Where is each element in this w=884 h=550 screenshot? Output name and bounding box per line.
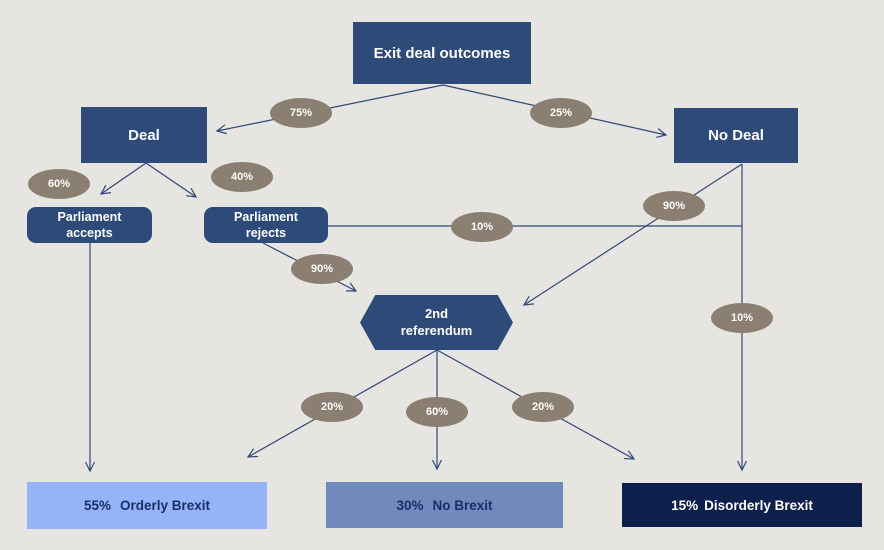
- edge-no-deal-referendum: [522, 163, 743, 306]
- edge-deal-accepts: [99, 162, 147, 195]
- edge-label-deal-rejects: 40%: [211, 162, 273, 192]
- edge-label-referendum-no-brexit: 60%: [406, 397, 468, 427]
- edge-label-root-deal: 75%: [270, 98, 332, 128]
- node-deal-label: Deal: [128, 126, 160, 144]
- outcome-no-brexit: 30% No Brexit: [326, 482, 563, 528]
- outcome-no-brexit-probability: 30%: [396, 497, 424, 513]
- node-parliament-accepts: Parliament accepts: [27, 207, 152, 243]
- node-second-referendum: 2nd referendum: [360, 295, 513, 350]
- outcome-disorderly-label: Disorderly Brexit: [704, 497, 813, 513]
- edge-deal-rejects: [145, 162, 198, 198]
- outcome-disorderly-probability: 15%: [671, 497, 699, 513]
- outcome-disorderly-brexit: 15% Disorderly Brexit: [622, 483, 862, 527]
- edge-label-rejects-referendum: 90%: [291, 254, 353, 284]
- node-exit-deal-outcomes-label: Exit deal outcomes: [373, 44, 511, 62]
- edge-label-referendum-orderly: 20%: [301, 392, 363, 422]
- node-no-deal: No Deal: [674, 108, 798, 163]
- node-exit-deal-outcomes: Exit deal outcomes: [353, 22, 531, 84]
- node-deal: Deal: [81, 107, 207, 163]
- outcome-no-brexit-label: No Brexit: [432, 497, 493, 513]
- node-parliament-rejects: Parliament rejects: [204, 207, 328, 243]
- edge-label-root-no-deal: 25%: [530, 98, 592, 128]
- node-parliament-accepts-label: Parliament accepts: [57, 209, 122, 240]
- edge-label-no-deal-disorderly: 10%: [711, 303, 773, 333]
- edge-label-rejects-disorderly: 10%: [451, 212, 513, 242]
- edge-label-deal-accepts: 60%: [28, 169, 90, 199]
- edge-label-no-deal-referendum: 90%: [643, 191, 705, 221]
- outcome-orderly-probability: 55%: [83, 498, 111, 513]
- node-no-deal-label: No Deal: [708, 127, 764, 144]
- outcome-orderly-label: Orderly Brexit: [119, 498, 211, 513]
- edge-label-referendum-disorderly: 20%: [512, 392, 574, 422]
- node-parliament-rejects-label: Parliament rejects: [234, 209, 298, 240]
- outcome-orderly-brexit: 55% Orderly Brexit: [27, 482, 267, 529]
- node-second-referendum-label: 2nd referendum: [400, 305, 473, 338]
